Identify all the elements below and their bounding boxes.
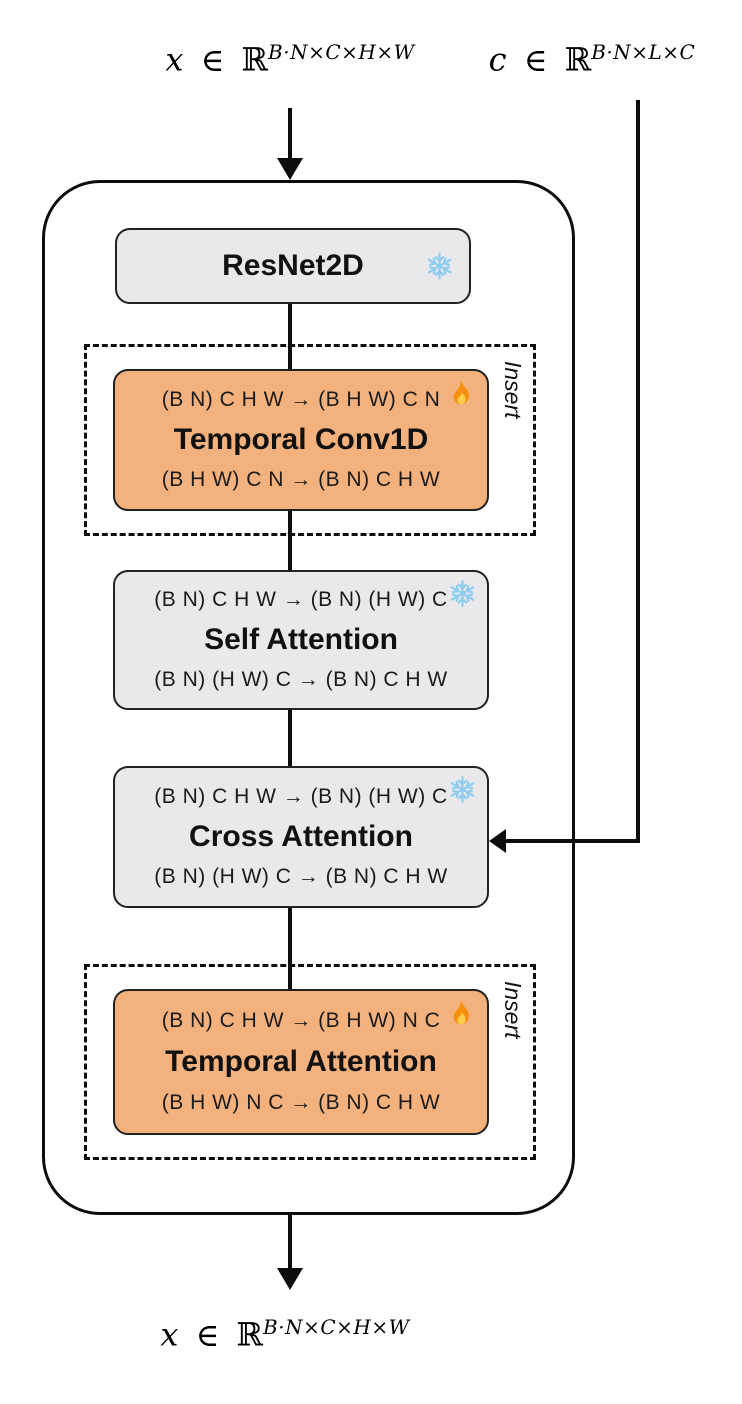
self-attention-block: (B N) C H W → (B N) (H W) C Self Attenti…	[113, 570, 489, 710]
resnet2d-title: ResNet2D	[222, 248, 364, 282]
element-of-symbol: ∈	[195, 1315, 220, 1354]
snowflake-icon	[426, 252, 453, 280]
insert-wrapper-temporal-attention: Insert	[84, 964, 536, 1160]
temporal-attention-title: Temporal Attention	[165, 1044, 437, 1078]
connector-line	[288, 303, 292, 370]
self-attention-reshape-in: (B N) C H W → (B N) (H W) C	[154, 588, 448, 612]
cross-attention-block: (B N) C H W → (B N) (H W) C Cross Attent…	[113, 766, 489, 908]
connector-line	[288, 708, 292, 768]
input-x-exponent: B·N×C×H×W	[268, 40, 415, 64]
condition-arrow-head	[489, 829, 506, 853]
element-of-symbol: ∈	[200, 40, 225, 79]
input-c-variable: c	[488, 40, 507, 79]
temporal-attention-reshape-out: (B H W) N C → (B N) C H W	[161, 1091, 441, 1115]
self-attention-reshape-out: (B N) (H W) C → (B N) C H W	[154, 667, 448, 691]
input-c-label: c ∈ ℝB·N×L×C	[489, 40, 696, 79]
input-arrow-line	[288, 108, 292, 160]
real-space-symbol: ℝ	[236, 1315, 264, 1354]
condition-line-vertical	[636, 100, 640, 843]
output-arrow-line	[288, 1215, 292, 1270]
output-x-exponent: B·N×C×H×W	[263, 1315, 410, 1339]
input-arrow-head	[277, 158, 303, 180]
fire-icon	[447, 999, 476, 1028]
element-of-symbol: ∈	[523, 40, 548, 79]
input-c-exponent: B·N×L×C	[591, 40, 696, 64]
temporal-conv1d-block: (B N) C H W → (B H W) C N Temporal Conv1…	[113, 369, 489, 511]
cross-attention-reshape-out: (B N) (H W) C → (B N) C H W	[154, 865, 448, 889]
insert-label: Insert	[500, 361, 526, 419]
insert-wrapper-temporal-conv1d: Insert	[84, 344, 536, 536]
cross-attention-reshape-in: (B N) C H W → (B N) (H W) C	[154, 784, 448, 808]
output-x-label: x ∈ ℝB·N×C×H×W	[160, 1315, 409, 1354]
fire-icon	[447, 379, 476, 408]
snowflake-icon	[449, 580, 476, 607]
temporal-attention-reshape-in: (B N) C H W → (B H W) N C	[161, 1008, 441, 1032]
input-x-label: x ∈ ℝB·N×C×H×W	[165, 40, 414, 79]
temporal-conv1d-title: Temporal Conv1D	[173, 422, 429, 456]
real-space-symbol: ℝ	[241, 40, 269, 79]
temporal-conv1d-reshape-out: (B H W) C N → (B N) C H W	[161, 468, 441, 492]
real-space-symbol: ℝ	[564, 40, 592, 79]
condition-line-horizontal	[504, 839, 640, 843]
cross-attention-title: Cross Attention	[189, 819, 413, 853]
connector-line	[288, 509, 292, 571]
output-arrow-head	[277, 1268, 303, 1290]
insert-label: Insert	[500, 981, 526, 1039]
temporal-conv1d-reshape-in: (B N) C H W → (B H W) C N	[161, 387, 441, 411]
output-x-variable: x	[160, 1315, 179, 1354]
snowflake-icon	[449, 776, 476, 803]
input-x-variable: x	[165, 40, 184, 79]
temporal-attention-block: (B N) C H W → (B H W) N C Temporal Atten…	[113, 989, 489, 1135]
connector-line	[288, 906, 292, 991]
self-attention-title: Self Attention	[204, 622, 398, 656]
resnet2d-block: ResNet2D	[115, 228, 471, 304]
